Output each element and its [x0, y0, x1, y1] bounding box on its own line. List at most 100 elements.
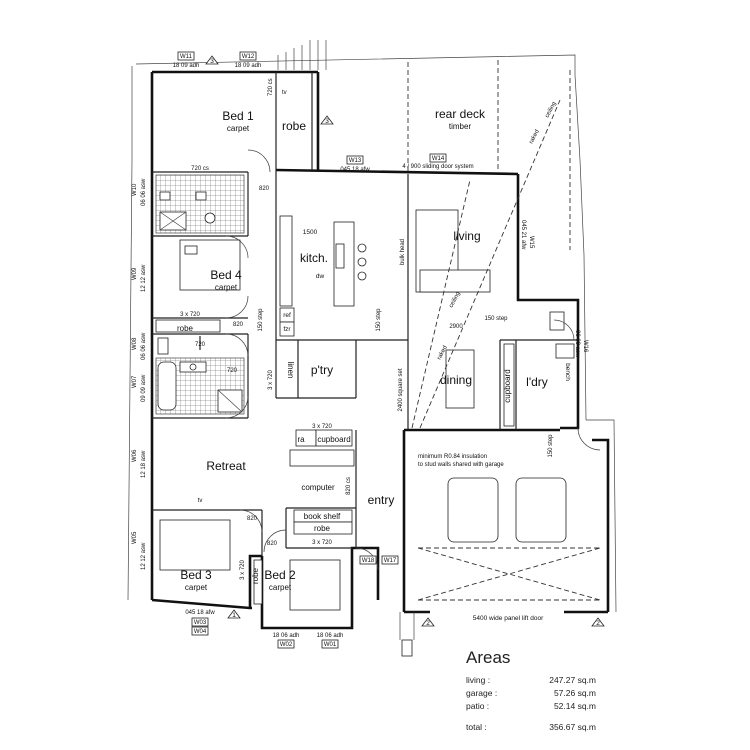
- label-computer: computer: [301, 483, 335, 492]
- areas-row: living : 247.27 sq.m: [466, 675, 596, 688]
- window-w13: W13: [349, 158, 362, 164]
- room-retreat: Retreat: [206, 459, 246, 473]
- w09-spec: 12 12 asw: [141, 264, 147, 292]
- dim-robe: 720 cs: [268, 78, 274, 96]
- room-bed2: Bed 2: [264, 568, 296, 582]
- room-robe-bed3: robe: [251, 567, 260, 584]
- room-bed1: Bed 1: [222, 109, 254, 123]
- window-w08: W08: [132, 337, 138, 350]
- step-kitchen-right: 150 step: [376, 308, 382, 332]
- room-bed4-floor: carpet: [215, 283, 238, 292]
- window-w14: W14: [432, 156, 445, 162]
- dim-door-bed3: 820: [247, 516, 258, 522]
- areas-row-value: 52.14 sq.m: [553, 701, 596, 711]
- dim-2900: 2900: [449, 324, 463, 330]
- areas-row: patio : 52.14 sq.m: [466, 701, 596, 714]
- doors: [225, 149, 601, 571]
- dim-robe-bed4: 3 x 720: [180, 312, 200, 318]
- room-rear-deck-floor: timber: [449, 122, 472, 131]
- window-w15: W15: [528, 236, 534, 249]
- window-tags: W11 18 09 adh W12 18 09 adh W13 045 18 a…: [132, 51, 588, 649]
- window-w06: W06: [132, 449, 138, 462]
- dim-bed1: 720 cs: [191, 166, 209, 172]
- insulation-note-1: minimum R0.84 insulation: [418, 454, 487, 460]
- marker-3-top: 3: [210, 58, 214, 65]
- window-w04: W04: [194, 629, 207, 635]
- window-w16: W16: [582, 340, 588, 353]
- areas-row-value: 57.26 sq.m: [553, 688, 596, 698]
- w08-spec: 06 06 asw: [141, 332, 147, 360]
- w11-spec: 18 09 adh: [173, 63, 200, 69]
- window-w09: W09: [132, 267, 138, 280]
- room-linen: linen: [286, 362, 295, 379]
- room-book-shelf: book shelf: [304, 512, 341, 521]
- dim-entry-door: 820 cs: [346, 477, 352, 495]
- ceiling-label-2: ceiling: [448, 291, 461, 309]
- label-bench: bench: [564, 363, 571, 381]
- window-w07: W07: [132, 375, 138, 388]
- dim-cupboard: 3 x 720: [312, 424, 332, 430]
- marker-1: 1: [232, 612, 236, 619]
- room-cupboard-retreat: cupboard: [317, 435, 350, 444]
- exterior-walls: [150, 70, 610, 630]
- room-robe-bed4: robe: [177, 324, 194, 333]
- areas-row-label: living :: [466, 675, 491, 685]
- room-labels: Bed 1 carpet robe rear deck timber Bed 4…: [177, 107, 571, 592]
- w14-spec: 4 / 900 sliding door system: [402, 164, 473, 170]
- annotations: 720 cs 720 cs raked ceiling 1500 bulk he…: [180, 78, 558, 622]
- w15-spec: 045 21 afw: [520, 220, 526, 250]
- fixtures: [155, 99, 601, 657]
- dim-robe-bed3: 3 x 720: [240, 559, 246, 579]
- window-w11: W11: [180, 54, 193, 60]
- window-w02: W02: [280, 642, 293, 648]
- window-w03: W03: [194, 620, 207, 626]
- areas-row-value: 247.27 sq.m: [549, 675, 596, 685]
- dim-720: 720: [195, 342, 206, 348]
- areas-row: garage : 57.26 sq.m: [466, 688, 596, 701]
- w16-spec: 06 09 asw: [574, 330, 580, 358]
- garage-door-label: 5400 wide panel lift door: [473, 615, 544, 622]
- room-entry: entry: [368, 493, 395, 507]
- dim-door-bed4: 820: [233, 322, 244, 328]
- room-pantry: p'try: [311, 363, 333, 377]
- dim-robe-entry: 3 x 720: [312, 540, 332, 546]
- label-fzr: fzr: [283, 326, 291, 333]
- dim-door-bed1: 820: [259, 186, 270, 192]
- areas-row-label: patio :: [466, 701, 490, 711]
- interior-walls: [152, 72, 578, 556]
- room-bed2-floor: carpet: [269, 583, 292, 592]
- label-ref: ref: [283, 312, 291, 319]
- room-robe-entry: robe: [314, 524, 331, 533]
- w10-spec: 06 06 asw: [141, 178, 147, 206]
- room-bed1-floor: carpet: [227, 124, 250, 133]
- room-ra: ra: [297, 435, 305, 444]
- w06-spec: 12 18 asw: [141, 450, 147, 478]
- room-cupboard-laundry: cupboard: [503, 369, 512, 402]
- label-square-set: 2400 square set: [398, 368, 404, 411]
- window-w05: W05: [132, 531, 138, 544]
- room-laundry: l'dry: [526, 375, 548, 389]
- dim-door-bed2: 820: [267, 541, 278, 547]
- w05-spec: 12 12 asw: [141, 542, 147, 570]
- areas-row-label: garage :: [466, 688, 498, 698]
- step-laundry: 150 step: [484, 316, 508, 322]
- w02-spec: 18 06 adh: [273, 633, 300, 639]
- dim-kitchen: 1500: [303, 229, 318, 236]
- dim-720-bath: 720: [227, 368, 238, 374]
- w01-spec: 18 06 adh: [317, 633, 344, 639]
- room-bed3-floor: carpet: [185, 583, 208, 592]
- label-dw: dw: [316, 273, 325, 280]
- room-living: living: [453, 229, 480, 243]
- marker-2-right: 2: [596, 620, 600, 627]
- step-kitchen-left: 150 step: [258, 308, 264, 332]
- room-dining: dining: [440, 373, 472, 387]
- label-bulk-head: bulk head: [400, 239, 406, 265]
- room-bed4: Bed 4: [210, 268, 242, 282]
- window-w01: W01: [324, 642, 337, 648]
- areas-total-value: 356.67 sq.m: [549, 722, 596, 732]
- room-bed3: Bed 3: [180, 568, 212, 582]
- raked-ceiling-label: raked: [528, 129, 540, 145]
- window-w17: W17: [384, 558, 397, 564]
- window-w10: W10: [132, 183, 138, 196]
